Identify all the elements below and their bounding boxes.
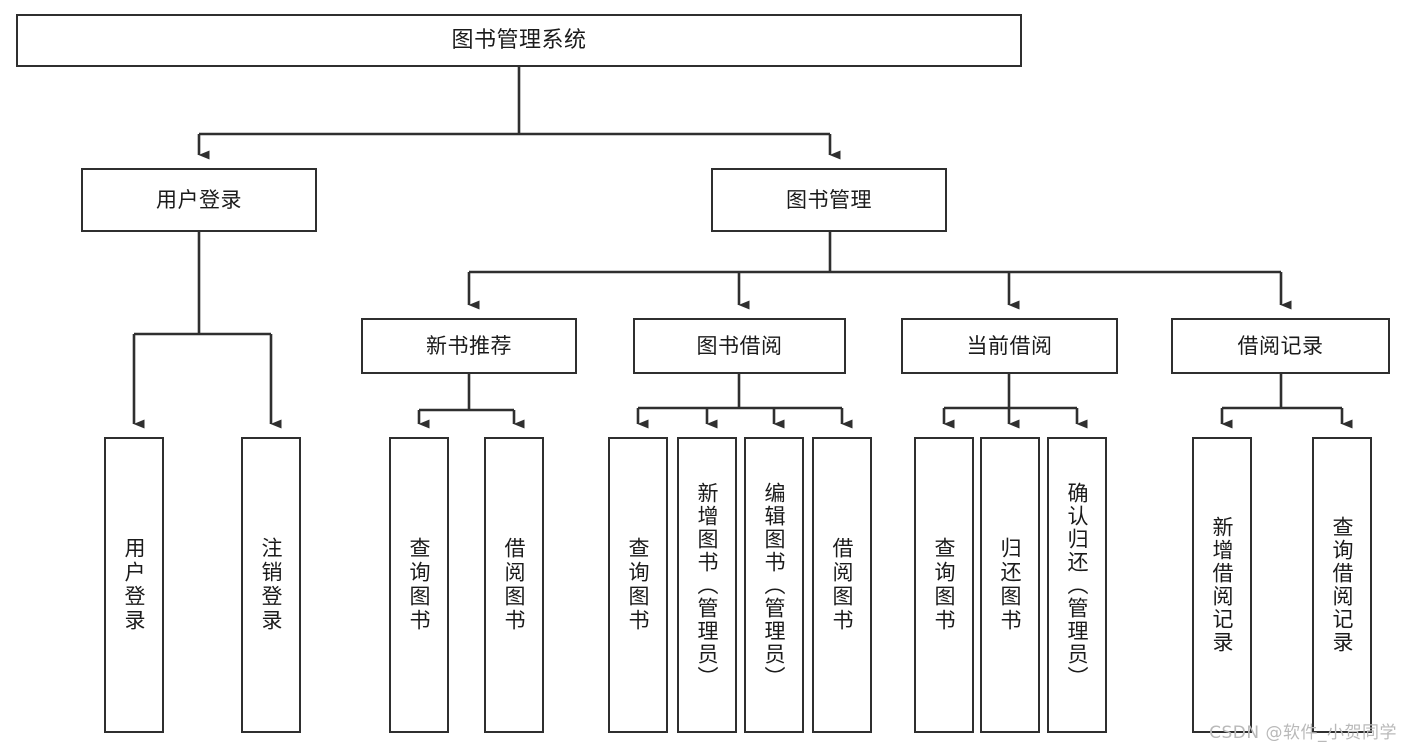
node-label: 注销登录: [259, 537, 284, 633]
leaf-user-login[interactable]: 用户登录: [104, 437, 164, 733]
node-borrow-record[interactable]: 借阅记录: [1171, 318, 1390, 374]
node-label: 查询借阅记录: [1330, 516, 1355, 654]
node-label: 查询图书: [626, 537, 651, 633]
node-root-book-management-system[interactable]: 图书管理系统: [16, 14, 1022, 67]
node-label: 新增借阅记录: [1210, 516, 1235, 654]
node-book-borrow[interactable]: 图书借阅: [633, 318, 846, 374]
node-label: 借阅图书: [830, 537, 855, 633]
leaf-borrow-book-recommend[interactable]: 借阅图书: [484, 437, 544, 733]
node-label: 图书借阅: [696, 333, 783, 358]
node-label: 新书推荐: [426, 333, 512, 358]
node-label: 借阅图书: [502, 537, 527, 633]
node-book-management[interactable]: 图书管理: [711, 168, 947, 232]
node-label: 当前借阅: [966, 333, 1053, 358]
leaf-confirm-return-admin[interactable]: 确认归还（管理员）: [1047, 437, 1107, 733]
leaf-add-borrow-record[interactable]: 新增借阅记录: [1192, 437, 1252, 733]
watermark-credit: CSDN @软件_小贺同学: [1209, 723, 1397, 743]
node-new-book-recommend[interactable]: 新书推荐: [361, 318, 577, 374]
leaf-query-book-recommend[interactable]: 查询图书: [389, 437, 449, 733]
leaf-query-borrow-record[interactable]: 查询借阅记录: [1312, 437, 1372, 733]
node-label: 编辑图书（管理员）: [762, 481, 787, 689]
node-label: 查询图书: [932, 537, 957, 633]
node-label: 图书管理系统: [451, 27, 587, 53]
node-label: 用户登录: [156, 187, 242, 212]
node-label: 新增图书（管理员）: [695, 481, 720, 689]
node-user-login[interactable]: 用户登录: [81, 168, 317, 232]
node-label: 归还图书: [998, 537, 1023, 633]
leaf-edit-book-admin[interactable]: 编辑图书（管理员）: [744, 437, 804, 733]
leaf-query-book-borrow[interactable]: 查询图书: [608, 437, 668, 733]
leaf-query-book-current[interactable]: 查询图书: [914, 437, 974, 733]
leaf-return-book[interactable]: 归还图书: [980, 437, 1040, 733]
node-current-borrow[interactable]: 当前借阅: [901, 318, 1118, 374]
node-label: 确认归还（管理员）: [1065, 481, 1090, 689]
node-label: 借阅记录: [1237, 333, 1324, 358]
node-label: 查询图书: [407, 537, 432, 633]
node-label: 用户登录: [122, 537, 147, 633]
leaf-add-book-admin[interactable]: 新增图书（管理员）: [677, 437, 737, 733]
leaf-borrow-book-borrow[interactable]: 借阅图书: [812, 437, 872, 733]
node-label: 图书管理: [786, 187, 872, 212]
leaf-logout-login[interactable]: 注销登录: [241, 437, 301, 733]
